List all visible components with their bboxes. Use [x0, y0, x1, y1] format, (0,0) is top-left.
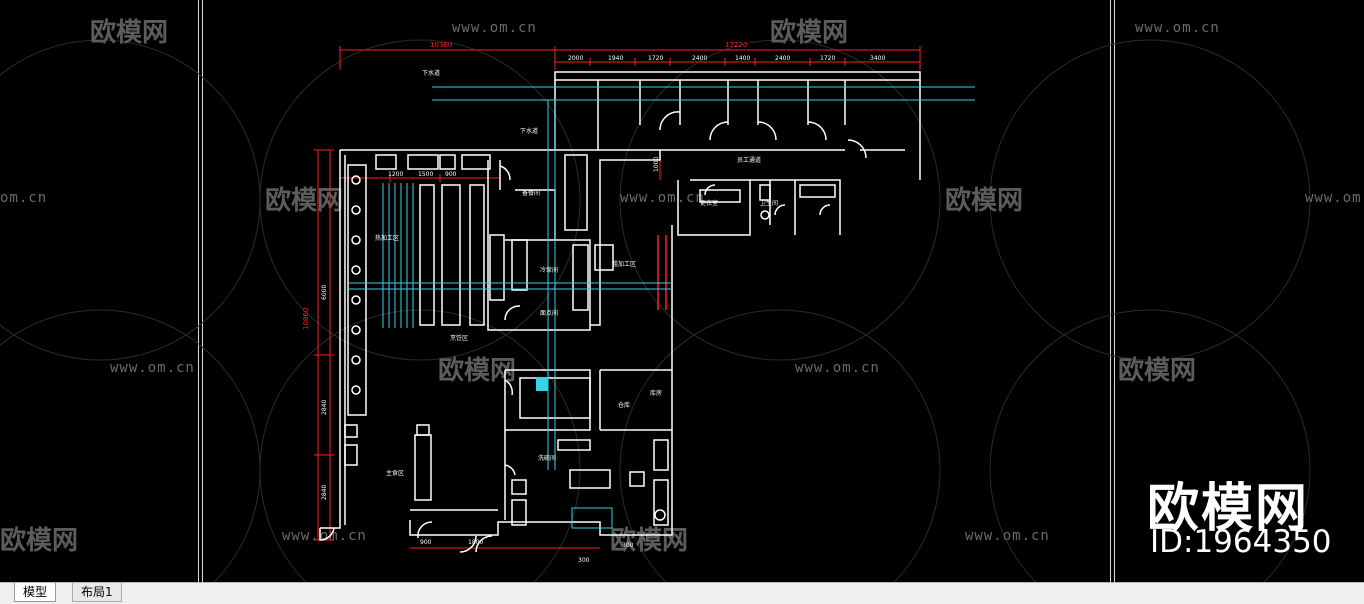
svg-text:备餐间: 备餐间: [522, 189, 540, 197]
watermark-logo: 欧模网: [770, 18, 849, 48]
watermark-id: ID:1964350: [1150, 524, 1332, 560]
svg-text:300: 300: [622, 542, 634, 549]
frame-border-right-inner: [1114, 0, 1115, 582]
svg-text:1800: 1800: [468, 539, 483, 546]
svg-text:卫生间: 卫生间: [760, 199, 778, 207]
watermark-brand: 欧模网: [1147, 479, 1310, 539]
svg-text:洗碗间: 洗碗间: [538, 454, 556, 462]
svg-text:1000: 1000: [653, 157, 660, 172]
svg-text:仓库: 仓库: [618, 401, 630, 409]
tab-model[interactable]: 模型: [14, 583, 57, 602]
svg-text:下水道: 下水道: [422, 69, 440, 77]
watermark-url: om.cn: [0, 190, 48, 206]
watermark-logo: 欧模网: [0, 526, 79, 556]
watermark-url: www.om.cn: [1305, 190, 1364, 206]
frame-border-left: [198, 0, 199, 582]
svg-text:2840: 2840: [321, 400, 328, 415]
svg-text:6000: 6000: [321, 285, 328, 300]
svg-text:1720: 1720: [648, 55, 663, 62]
svg-text:面点间: 面点间: [540, 309, 558, 317]
svg-text:900: 900: [420, 539, 432, 546]
watermark-logo: 欧模网: [945, 186, 1024, 216]
svg-text:300: 300: [578, 557, 590, 564]
watermark-logo: 欧模网: [610, 526, 689, 556]
kitchen-floor-plan: 10360 17220 10860 2000 1940 1720 2400 14…: [302, 41, 975, 564]
svg-text:冷荤间: 冷荤间: [540, 266, 558, 274]
svg-text:1720: 1720: [820, 55, 835, 62]
frame-border-left-inner: [202, 0, 203, 582]
frame-border-right: [1110, 0, 1111, 582]
dimension-segment-texts: 2000 1940 1720 2400 1400 2400 1720 3400 …: [321, 55, 885, 564]
watermark-logo: 欧模网: [90, 18, 169, 48]
svg-text:1200: 1200: [388, 171, 403, 178]
svg-text:900: 900: [445, 171, 457, 178]
svg-text:粗加工区: 粗加工区: [612, 260, 636, 268]
layout-tab-bar: 模型 布局1: [0, 582, 1364, 604]
cyan-pipes: [348, 86, 975, 529]
walls: [319, 71, 921, 553]
watermark-logo: 欧模网: [438, 356, 517, 386]
watermark-url: www.om.cn: [452, 20, 537, 36]
cad-model-viewport[interactable]: 欧模网 www.om.cn 欧模网 www.om.cn om.cn 欧模网 ww…: [0, 0, 1364, 582]
dim-top-total: 10360: [430, 41, 452, 49]
svg-text:烹饪区: 烹饪区: [450, 334, 468, 342]
dimension-texts: 10360 17220 10860: [302, 41, 747, 330]
watermark-url: www.om.cn: [282, 528, 367, 544]
dim-left-total: 10860: [302, 308, 310, 330]
watermark-circles: [0, 39, 1311, 582]
svg-text:员工通道: 员工通道: [737, 156, 761, 164]
watermark-url: www.om.cn: [1135, 20, 1220, 36]
svg-text:2840: 2840: [321, 485, 328, 500]
tab-layout1[interactable]: 布局1: [72, 583, 122, 602]
watermark-url: www.om.cn: [965, 528, 1050, 544]
svg-text:下水道: 下水道: [520, 127, 538, 135]
svg-text:热加工区: 热加工区: [375, 234, 399, 242]
svg-text:2400: 2400: [692, 55, 707, 62]
svg-text:主食区: 主食区: [386, 469, 404, 477]
cyan-fixture: [536, 377, 548, 391]
room-labels: 下水道 下水道 员工通道 粗加工区 备餐间 冷荤间 面点间 洗碗间 仓库 更衣室…: [375, 69, 778, 477]
watermark-url: www.om.cn: [620, 190, 705, 206]
red-walls: [657, 235, 667, 310]
dimension-lines: [314, 46, 921, 549]
watermark-logo: 欧模网: [1118, 356, 1197, 386]
svg-text:2000: 2000: [568, 55, 583, 62]
watermark-url: www.om.cn: [110, 360, 195, 376]
svg-text:1400: 1400: [735, 55, 750, 62]
svg-text:库房: 库房: [650, 389, 662, 397]
svg-text:3400: 3400: [870, 55, 885, 62]
svg-text:2400: 2400: [775, 55, 790, 62]
svg-text:1500: 1500: [418, 171, 433, 178]
watermark-url: www.om.cn: [795, 360, 880, 376]
svg-text:1940: 1940: [608, 55, 623, 62]
dim-top-right-total: 17220: [725, 41, 747, 49]
svg-text:更衣室: 更衣室: [700, 199, 718, 207]
